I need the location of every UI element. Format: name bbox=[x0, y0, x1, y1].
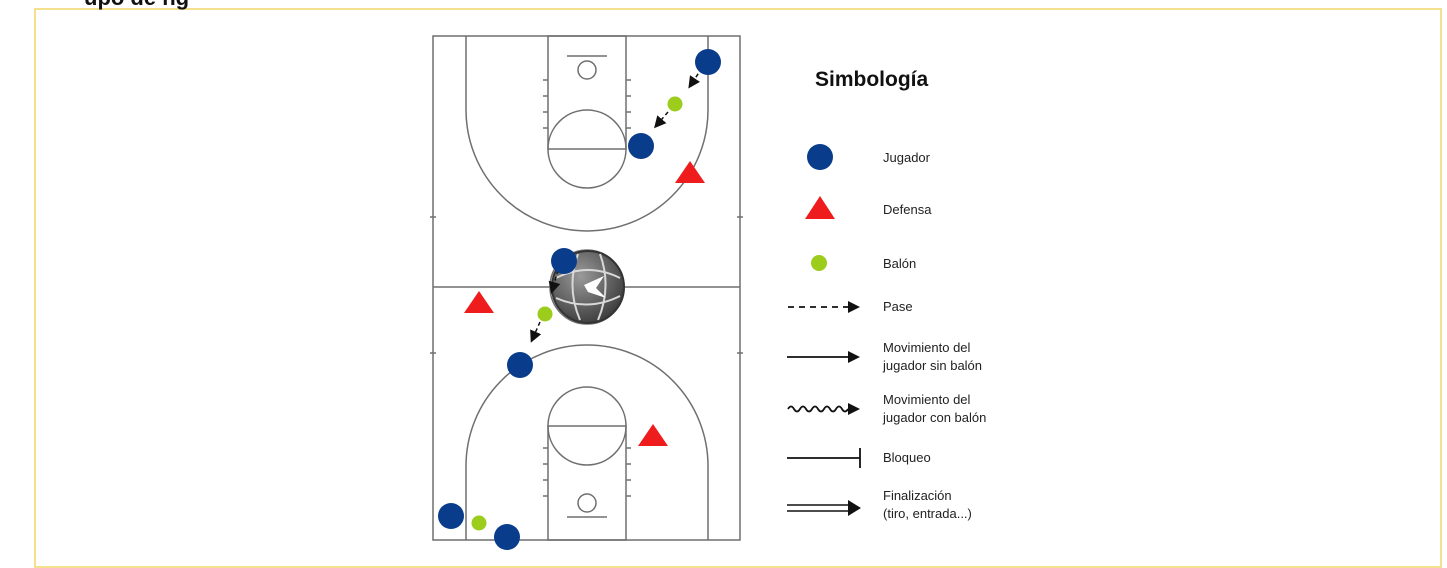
player-icon bbox=[807, 144, 833, 170]
defender-marker bbox=[464, 291, 494, 313]
defense-icon bbox=[805, 196, 835, 219]
legend-label-player: Jugador bbox=[883, 150, 931, 165]
ball-marker bbox=[537, 306, 553, 322]
page-title: upo de ng bbox=[84, 0, 189, 11]
legend-label-ball: Balón bbox=[883, 256, 916, 271]
pass-arrow bbox=[530, 321, 542, 343]
balls bbox=[471, 96, 683, 531]
pass-arrow bbox=[548, 269, 561, 294]
ball-icon bbox=[811, 255, 827, 271]
paint-bottom bbox=[547, 425, 627, 541]
free-throw-circle-bottom bbox=[547, 386, 627, 466]
player-marker bbox=[494, 524, 520, 550]
three-point-line-bottom bbox=[465, 344, 709, 540]
player-marker bbox=[438, 503, 464, 529]
legend-label-finish-line2: (tiro, entrada...) bbox=[883, 506, 972, 521]
defenders bbox=[464, 161, 705, 446]
legend-title: Simbología bbox=[815, 68, 928, 91]
legend-label-move-with-ball-line1: Movimiento del bbox=[883, 392, 971, 407]
player-marker bbox=[507, 352, 533, 378]
hoop-top bbox=[577, 60, 597, 80]
paint-top bbox=[547, 35, 627, 150]
legend-label-move-without-ball-line2: jugador sin balón bbox=[882, 358, 982, 373]
pass-arrow bbox=[654, 111, 669, 129]
ball-marker bbox=[667, 96, 683, 112]
ball-marker bbox=[471, 515, 487, 531]
legend-label-move-without-ball-line1: Movimiento del bbox=[883, 340, 971, 355]
legend-label-pass: Pase bbox=[883, 299, 913, 314]
player-marker bbox=[551, 248, 577, 274]
player-marker bbox=[695, 49, 721, 75]
player-marker bbox=[628, 133, 654, 159]
legend-label-defense: Defensa bbox=[883, 202, 932, 217]
legend-label-finish-line1: Finalización bbox=[883, 488, 952, 503]
legend-label-screen: Bloqueo bbox=[883, 450, 931, 465]
legend: Simbología Jugador Defensa Balón Pase Mo… bbox=[787, 68, 986, 521]
defender-marker bbox=[638, 424, 668, 446]
hoop-bottom bbox=[577, 493, 597, 513]
basketball-court bbox=[430, 35, 743, 541]
free-throw-circle-top bbox=[547, 109, 627, 189]
players bbox=[438, 49, 721, 550]
defender-marker bbox=[675, 161, 705, 183]
legend-label-move-with-ball-line2: jugador con balón bbox=[882, 410, 986, 425]
move-with-ball-icon bbox=[787, 405, 849, 413]
three-point-line-top bbox=[465, 36, 709, 232]
